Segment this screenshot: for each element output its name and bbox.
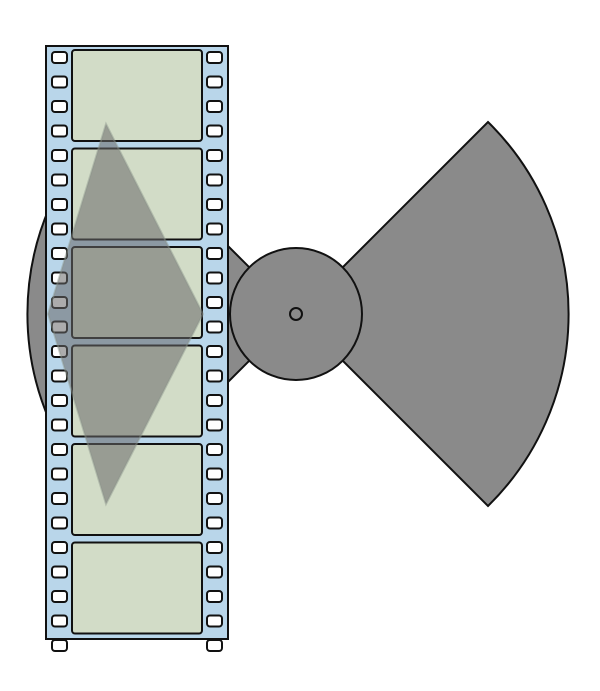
sprocket-hole <box>206 565 223 579</box>
sprocket-hole <box>206 639 223 652</box>
sprocket-hole <box>51 124 68 138</box>
sprocket-hole <box>206 124 223 138</box>
sprocket-hole <box>206 443 223 456</box>
sprocket-hole <box>51 198 68 211</box>
sprocket-hole <box>206 614 223 628</box>
semi-transparent-diamond-overlay <box>46 121 205 507</box>
sprocket-hole <box>206 51 223 64</box>
sprocket-hole <box>206 198 223 211</box>
sprocket-hole <box>51 418 68 432</box>
sprocket-hole <box>206 173 223 187</box>
sprocket-hole <box>51 639 68 652</box>
sprocket-hole <box>206 369 223 383</box>
sprocket-hole <box>206 492 223 505</box>
sprocket-hole <box>206 320 223 334</box>
reel-right-wing <box>294 120 570 508</box>
sprocket-hole <box>51 75 68 89</box>
film-frame <box>71 49 203 142</box>
sprocket-hole <box>51 467 68 481</box>
sprocket-hole <box>206 149 223 162</box>
sprocket-hole <box>51 516 68 530</box>
sprocket-hole <box>206 394 223 407</box>
right-sprocket-holes <box>206 51 223 652</box>
sprocket-hole <box>206 75 223 89</box>
sprocket-hole <box>51 100 68 113</box>
sprocket-hole <box>206 541 223 554</box>
sprocket-hole <box>51 149 68 162</box>
sprocket-hole <box>51 614 68 628</box>
sprocket-hole <box>206 222 223 236</box>
sprocket-hole <box>206 247 223 260</box>
sprocket-hole <box>51 394 68 407</box>
reel-center-hole <box>289 307 303 321</box>
sprocket-hole <box>51 173 68 187</box>
sprocket-hole <box>51 565 68 579</box>
sprocket-hole <box>206 271 223 285</box>
sprocket-hole <box>206 100 223 113</box>
sprocket-hole <box>51 590 68 603</box>
sprocket-hole <box>206 345 223 358</box>
sprocket-hole <box>51 51 68 64</box>
sprocket-hole <box>206 418 223 432</box>
sprocket-hole <box>206 296 223 309</box>
sprocket-hole <box>51 541 68 554</box>
sprocket-hole <box>51 492 68 505</box>
sprocket-hole <box>206 467 223 481</box>
film-frame <box>71 541 203 635</box>
sprocket-hole <box>206 590 223 603</box>
sprocket-hole <box>51 222 68 236</box>
sprocket-hole <box>206 516 223 530</box>
sprocket-hole <box>51 443 68 456</box>
